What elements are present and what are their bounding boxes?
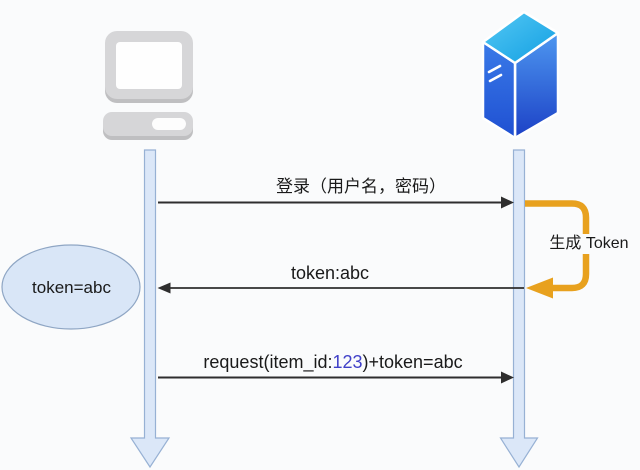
message-login-label: 登录（用户名，密码） (276, 177, 446, 196)
server-icon (481, 10, 560, 140)
request-label-highlight: 123 (332, 352, 363, 372)
message-token-return-arrow (157, 282, 524, 294)
arrowhead-right-icon (501, 371, 514, 384)
server-lifeline (499, 149, 539, 469)
arrowhead-left-icon (157, 282, 171, 294)
token-note-label: token=abc (32, 278, 111, 297)
message-login-arrow (158, 196, 514, 209)
message-request-arrow (158, 371, 514, 384)
message-request-label: request(item_id:123)+token=abc (133, 352, 533, 372)
token-note-ellipse (1, 244, 141, 330)
generate-token-label: 生成 Token (536, 234, 640, 254)
arrowhead-right-icon (501, 196, 514, 209)
arrowhead-left-orange-icon (526, 277, 553, 299)
server-vent-icon (487, 64, 503, 83)
computer-icon (103, 31, 193, 140)
client-lifeline (129, 149, 171, 469)
request-label-suffix: )+token=abc (362, 352, 463, 372)
message-token-return-label: token:abc (290, 263, 370, 283)
request-label-prefix: request(item_id: (203, 352, 333, 372)
